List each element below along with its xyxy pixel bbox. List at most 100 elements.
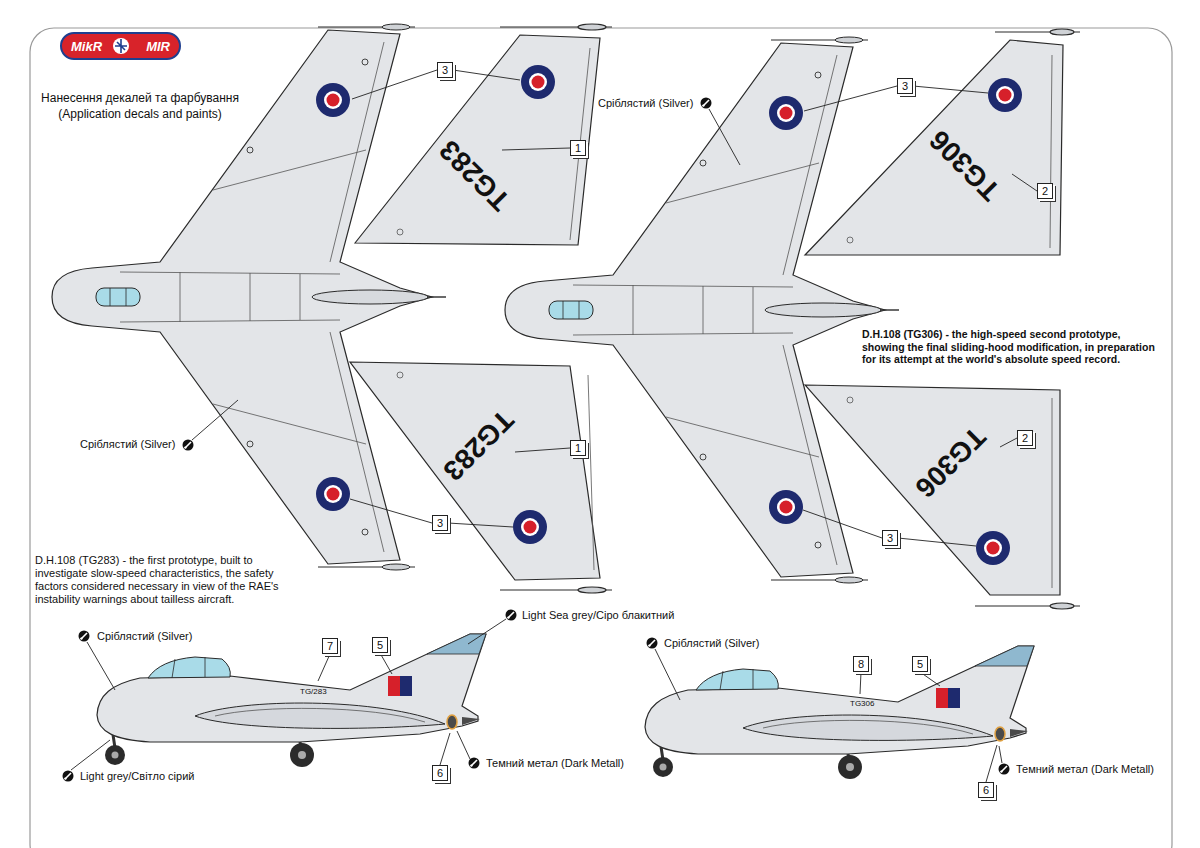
- panel-detail: [397, 372, 403, 378]
- callout-number: 6: [437, 768, 443, 779]
- callout-number: 7: [327, 641, 333, 652]
- callout-box: 3: [897, 78, 913, 94]
- fuselage-serial: TG306: [850, 699, 874, 709]
- paint-label: Сріблястий (Silver): [598, 97, 693, 110]
- callout-box: 3: [437, 62, 453, 78]
- leader-line: [71, 740, 110, 770]
- wing-tip-boom: [500, 24, 1080, 609]
- artwork: [63, 771, 74, 782]
- brand-text: MIR: [146, 40, 170, 53]
- description-note: D.H.108 (TG306) - the high-speed second …: [862, 328, 1162, 366]
- callout-number: 2: [1042, 186, 1048, 197]
- callout-box: 6: [978, 782, 994, 798]
- callout-number: 5: [917, 659, 923, 670]
- leader-line: [87, 642, 115, 690]
- fuselage-serial: TG/283: [300, 687, 327, 697]
- artwork: [701, 98, 712, 109]
- leader-line: [1012, 174, 1037, 191]
- callout-box: 5: [912, 656, 928, 672]
- brand-emblem: [113, 38, 129, 54]
- leader-line: [502, 148, 570, 150]
- brand-emblem: [112, 37, 130, 55]
- panel-detail: [847, 237, 853, 243]
- callout-box: 2: [1037, 183, 1053, 199]
- artwork: [506, 610, 517, 621]
- brand-logo: MikR MIR: [60, 32, 181, 60]
- leader-line: [457, 731, 470, 759]
- paint-label: Сріблястий (Silver): [97, 630, 192, 643]
- artwork: [513, 510, 547, 544]
- paint-label: Сріблястий (Silver): [664, 637, 759, 650]
- tg283-side-view: [97, 634, 486, 767]
- sheet-heading: Нанесення декалей та фарбування (Applica…: [35, 90, 245, 122]
- leader-line: [468, 619, 506, 644]
- callout-box: 1: [570, 140, 586, 156]
- leader-line: [986, 745, 997, 782]
- artwork: [976, 531, 1010, 565]
- leader-line: [709, 109, 740, 165]
- paint-label: Темний метал (Dark Metall): [1016, 763, 1154, 776]
- callout-box: 1: [570, 440, 586, 456]
- leader-line: [380, 653, 392, 674]
- paint-label: Light Sea grey/Сіро блакитний: [522, 609, 674, 622]
- artwork: [79, 631, 90, 642]
- callout-number: 5: [377, 640, 383, 651]
- panel-detail: [397, 48, 1052, 588]
- sheet-frame: [30, 28, 1172, 848]
- callout-number: 1: [575, 143, 581, 154]
- leader-line: [515, 448, 570, 452]
- leader-line: [920, 672, 940, 686]
- wing-tip-boom: [578, 587, 606, 593]
- leader-line: [803, 510, 976, 546]
- callout-box: 8: [853, 656, 869, 672]
- callout-number: 3: [902, 81, 908, 92]
- callout-box: 5: [372, 637, 388, 653]
- panel-detail: [847, 397, 853, 403]
- brand-text: MikR: [71, 40, 102, 53]
- callout-number: 8: [858, 659, 864, 670]
- brand-emblem: [115, 39, 127, 53]
- artwork: [521, 65, 555, 99]
- leader-line: [1000, 438, 1017, 447]
- wing-underside-panel: [355, 35, 600, 245]
- leader-line: [71, 70, 1037, 782]
- callout-number: 3: [887, 533, 893, 544]
- callout-number: 3: [442, 65, 448, 76]
- callout-number: 6: [983, 785, 989, 796]
- artwork: [988, 78, 1022, 112]
- callout-number: 3: [437, 518, 443, 529]
- tg283-top-view: [52, 24, 446, 570]
- callout-number: 1: [575, 443, 581, 454]
- callout-number: 2: [1022, 433, 1028, 444]
- description-note: D.H.108 (TG283) - the first prototype, b…: [35, 554, 297, 606]
- leader-line: [192, 400, 238, 440]
- tg306-side-view: [645, 646, 1034, 779]
- artwork: [469, 758, 480, 769]
- callout-box: 6: [432, 765, 448, 781]
- wing-tip-boom: [578, 24, 606, 30]
- callout-box: 3: [432, 515, 448, 531]
- callout-box: 7: [322, 638, 338, 654]
- leader-line: [655, 649, 680, 700]
- leader-line: [860, 672, 861, 694]
- panel-detail: [397, 229, 403, 235]
- wing-tip-boom: [1050, 603, 1074, 609]
- leader-line: [440, 733, 450, 765]
- paint-label: Темний метал (Dark Metall): [486, 757, 624, 770]
- artwork: [647, 638, 658, 649]
- wing-underside-panel: [805, 40, 1063, 255]
- wing-underside-panel: [805, 385, 1060, 595]
- wing-tip-boom: [1050, 29, 1074, 35]
- panel-detail: [570, 48, 1052, 588]
- leader-line: [999, 746, 1002, 763]
- leader-line: [352, 70, 520, 99]
- callout-box: 3: [882, 530, 898, 546]
- leader-line: [318, 654, 330, 681]
- artwork: [999, 764, 1010, 775]
- wing-underside-panel: [350, 362, 600, 580]
- paint-label: Сріблястий (Silver): [80, 438, 175, 451]
- callout-box: 2: [1017, 430, 1033, 446]
